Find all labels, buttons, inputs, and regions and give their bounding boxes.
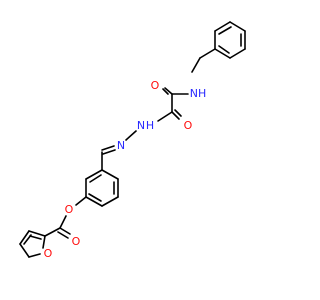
atom-o-furan: O — [44, 247, 53, 260]
bond-c-nh — [157, 111, 173, 122]
bond-n-n — [125, 130, 137, 141]
amide-nh: NH — [190, 87, 207, 100]
atom-o-amide-1: O — [151, 79, 160, 92]
central-ring — [85, 169, 119, 207]
amide-carbonyl-1: O — [151, 79, 173, 95]
molecule-structure: NH O O H N N — [19, 21, 246, 260]
furan-ring: O — [19, 230, 53, 260]
benzyl-ch2 — [191, 48, 216, 73]
bond-c-furan — [44, 227, 61, 237]
bond-o-c — [59, 215, 67, 229]
ester-carbonyl: O — [57, 227, 81, 248]
bond-aryl-o — [75, 196, 87, 206]
imine-bond — [101, 145, 116, 155]
atom-o-ester: O — [65, 203, 74, 216]
atom-n-hydrazone-1: N — [137, 119, 145, 132]
atom-nh: NH — [190, 87, 207, 100]
atom-o-amide-2: O — [184, 119, 193, 132]
molecule-canvas: NH O O H N N — [19, 21, 246, 260]
atom-n-hydrazone-2: N — [117, 139, 125, 152]
atom-o-carbonyl: O — [72, 235, 81, 248]
amide-carbonyl-2: O — [171, 109, 193, 132]
benzyl-ring — [214, 21, 246, 59]
atom-hn: H — [146, 119, 154, 132]
